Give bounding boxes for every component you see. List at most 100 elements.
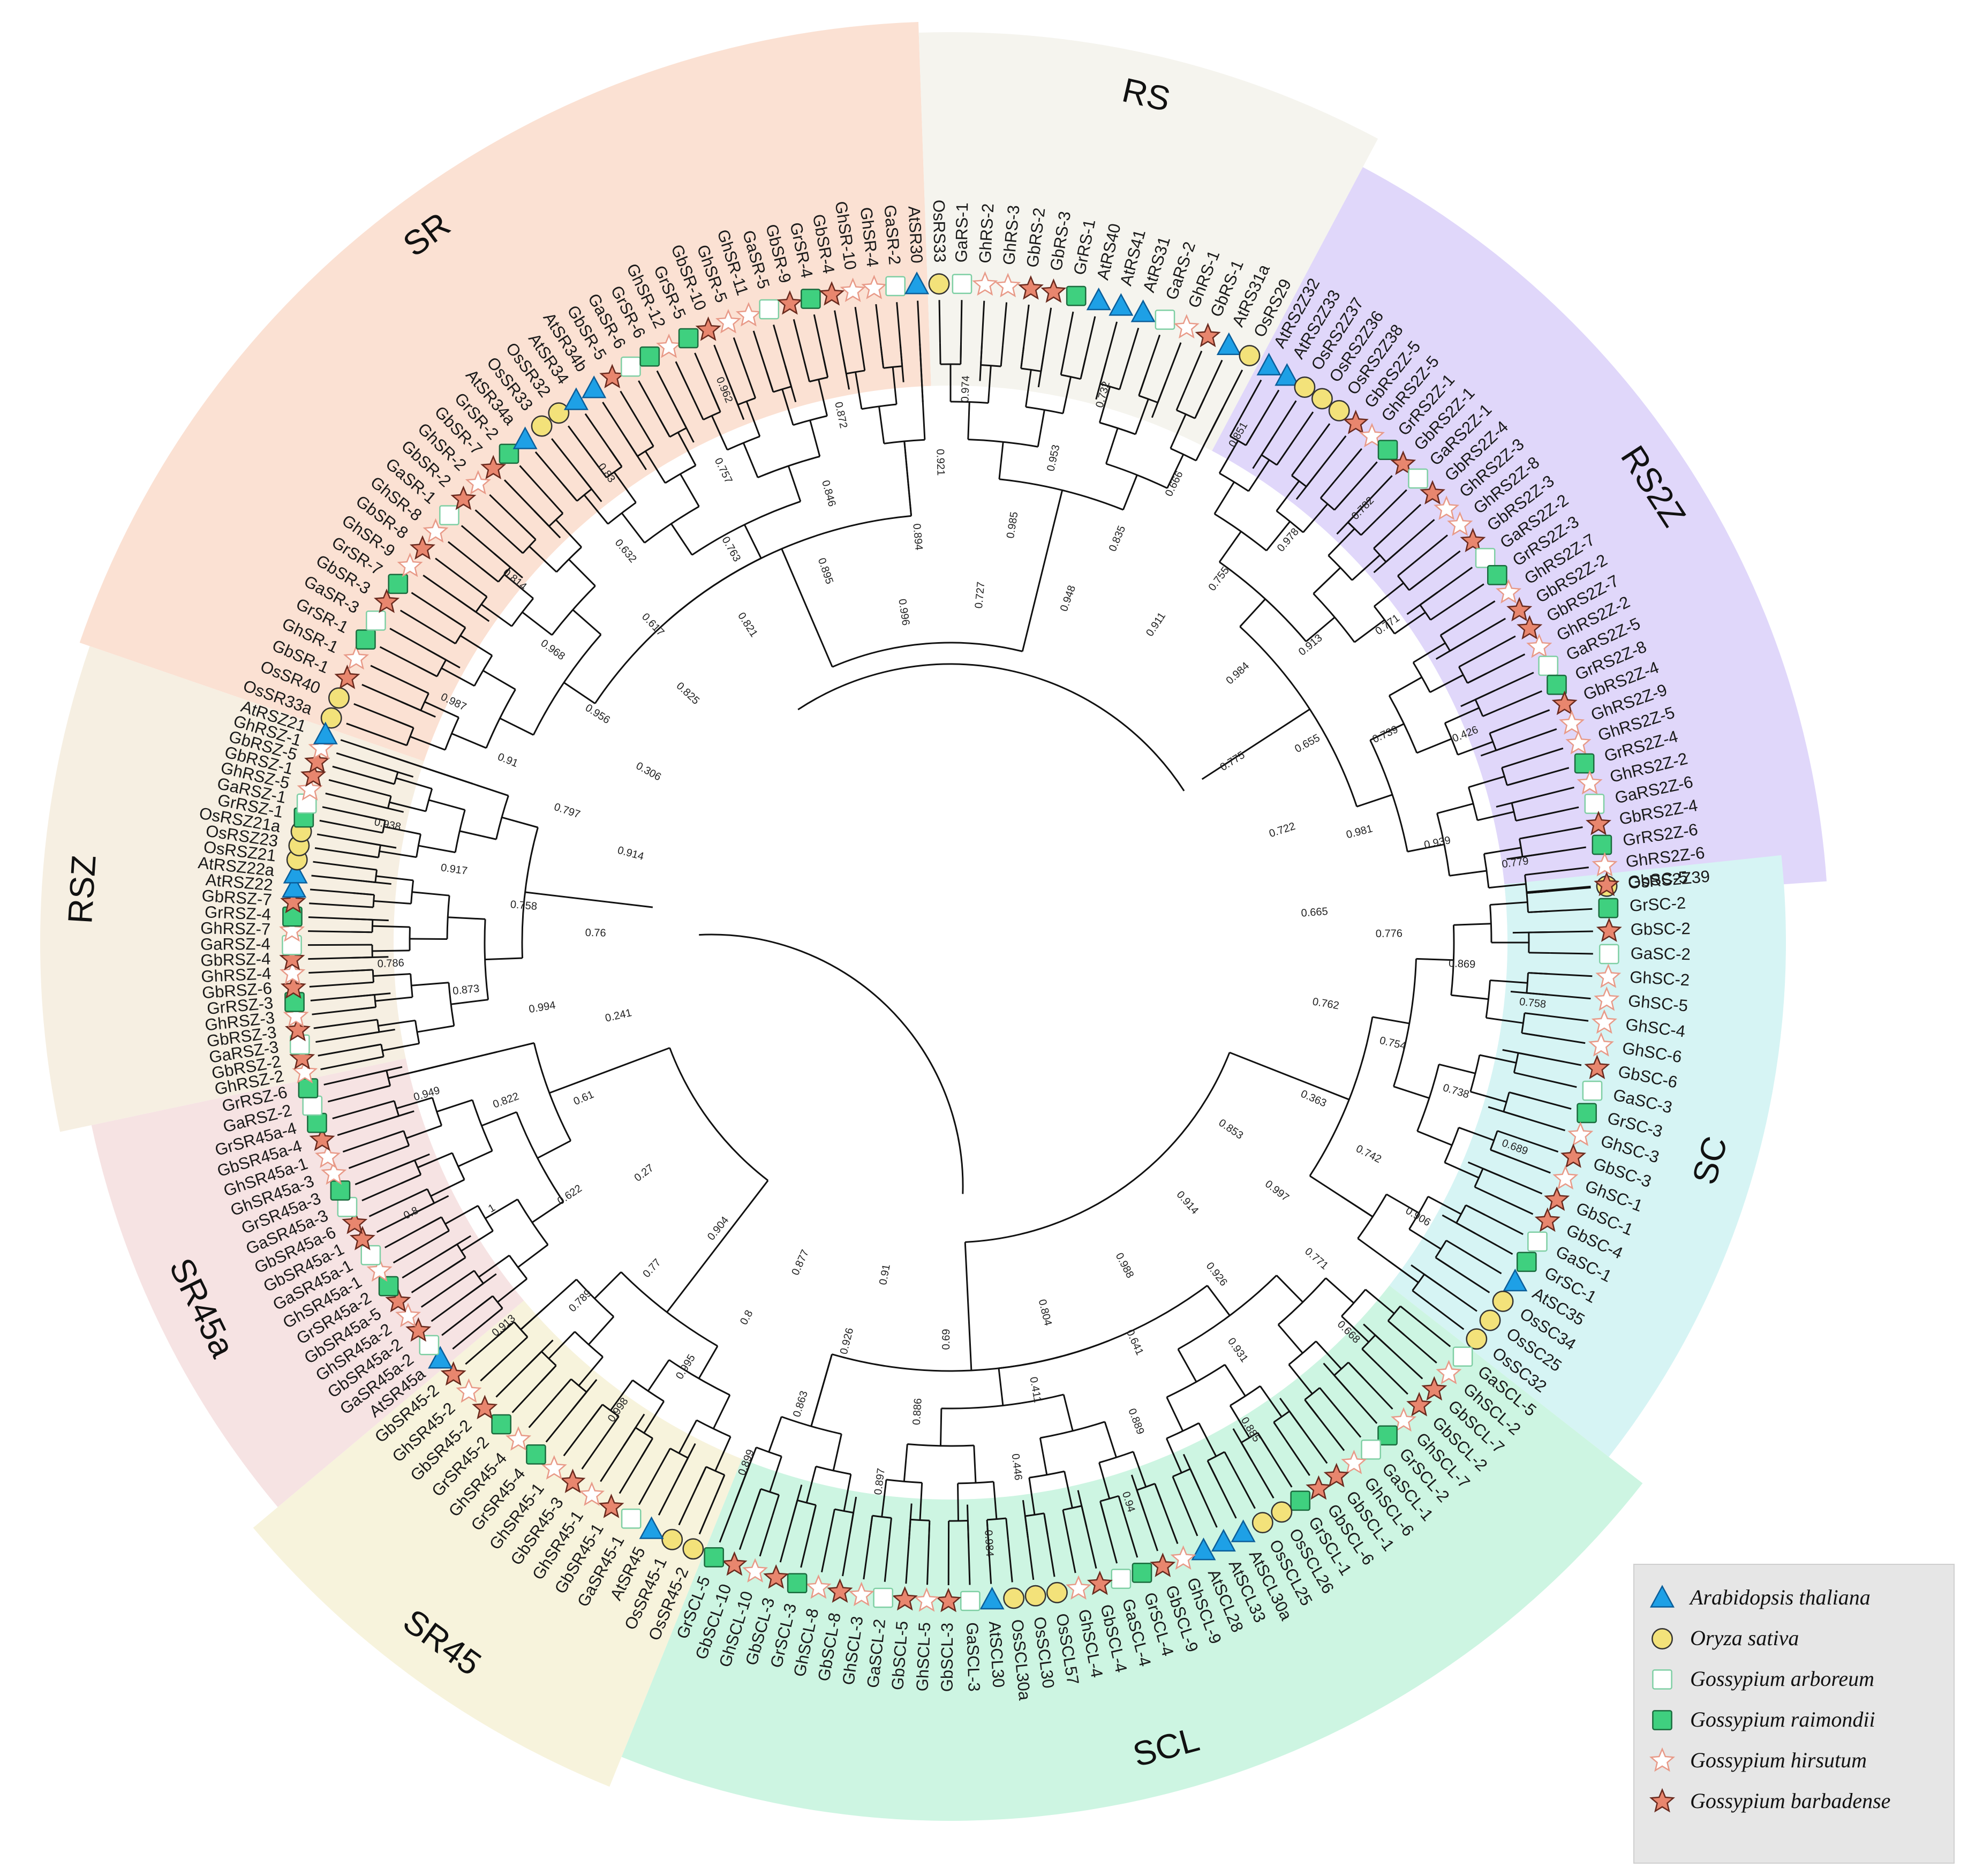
species-marker	[1211, 1528, 1236, 1552]
tree-branch	[793, 319, 805, 361]
tree-branch	[1232, 1428, 1275, 1499]
tree-branch	[422, 1216, 442, 1228]
bootstrap-value: 0.641	[1124, 1328, 1146, 1357]
tree-branch	[593, 459, 607, 478]
tree-branch	[1394, 612, 1426, 635]
tree-branch	[1309, 1175, 1342, 1197]
species-marker	[1377, 1425, 1398, 1446]
bootstrap-value: 0.904	[705, 1215, 731, 1243]
bootstrap-value: 0.835	[1107, 524, 1128, 553]
tree-branch	[1489, 725, 1510, 734]
species-marker	[1460, 528, 1486, 553]
species-marker	[397, 552, 423, 577]
tree-branch	[401, 701, 421, 711]
species-marker	[1328, 400, 1350, 421]
species-marker	[1408, 468, 1428, 489]
square-icon	[1652, 1669, 1672, 1690]
tree-branch	[1522, 747, 1564, 762]
species-marker	[1024, 1585, 1046, 1607]
tree-branch	[1386, 1193, 1420, 1214]
species-marker	[283, 1003, 309, 1027]
leaf-label: AtSR30	[904, 206, 926, 263]
species-marker	[1598, 898, 1619, 918]
tree-branch	[572, 609, 602, 636]
tree-branch	[809, 420, 821, 457]
bootstrap-value: 0.911	[1144, 611, 1168, 639]
tree-branch	[1039, 1437, 1048, 1475]
tree-branch	[803, 360, 810, 382]
tree-branch	[1512, 930, 1593, 934]
tree-branch	[475, 1295, 494, 1310]
tree-branch	[625, 438, 638, 457]
tree-branch	[1248, 459, 1270, 492]
species-marker	[1592, 852, 1618, 877]
tree-branch	[1170, 413, 1187, 449]
species-marker	[1155, 310, 1175, 330]
tree-branch	[714, 1436, 732, 1472]
tree-branch	[576, 1278, 615, 1317]
tree-branch	[411, 982, 449, 986]
leaf-label: GbRSZ-4	[200, 950, 271, 970]
leaf-label: GbSCL-3	[938, 1623, 956, 1692]
tree-branch	[1040, 350, 1045, 372]
tree-branch	[369, 1084, 390, 1092]
tree-branch	[365, 1069, 387, 1076]
tree-branch	[1477, 811, 1514, 822]
species-marker	[1596, 917, 1622, 942]
bootstrap-value: 0.914	[1174, 1189, 1201, 1217]
tree-branch	[1428, 1195, 1462, 1215]
tree-branch	[903, 441, 909, 479]
tree-branch	[680, 473, 700, 507]
species-markers	[279, 271, 1622, 1613]
tree-branch	[790, 1500, 798, 1521]
tree-branch	[1213, 481, 1235, 515]
tree-branch	[696, 1419, 731, 1438]
species-marker	[309, 1126, 335, 1151]
species-marker	[678, 328, 699, 349]
tree-branch	[375, 875, 413, 882]
clade-sector-rsz	[40, 646, 424, 1132]
tree-branch	[938, 300, 941, 343]
tree-branch	[729, 384, 739, 405]
species-marker	[1130, 299, 1156, 322]
tree-branch	[1257, 1432, 1270, 1451]
tree-branch	[401, 759, 438, 773]
bootstrap-value: 0.926	[838, 1327, 856, 1355]
tree-branch	[645, 450, 666, 484]
species-marker	[914, 1587, 940, 1612]
tree-branch	[485, 1307, 503, 1323]
tree-branch	[602, 402, 647, 470]
tree-branch	[417, 1024, 455, 1033]
tree-branch	[907, 478, 913, 516]
tree-branch	[1438, 1063, 1476, 1074]
species-marker	[1544, 1186, 1570, 1211]
tree-branch	[482, 669, 516, 690]
tree-branch	[822, 356, 829, 378]
tree-branch	[1175, 390, 1186, 411]
tree-branch	[459, 830, 496, 840]
tree-branch	[461, 1230, 494, 1252]
tree-branch	[1166, 1397, 1184, 1432]
tree-branch	[1408, 1228, 1442, 1250]
clade-sectors	[40, 22, 1827, 1821]
tree-branch	[659, 1448, 671, 1468]
leaf-label: GhSCL-5	[913, 1622, 934, 1691]
species-marker	[1420, 480, 1445, 505]
tree-branch	[368, 1197, 409, 1217]
species-marker	[1551, 690, 1578, 715]
tree-branch	[563, 682, 595, 704]
tree-branch	[1524, 1012, 1546, 1016]
tree-branch	[1022, 1500, 1035, 1580]
tree-branch	[878, 406, 885, 444]
tree-branch	[332, 1106, 374, 1119]
species-marker	[960, 1591, 981, 1611]
tree-branch	[1369, 723, 1405, 741]
tree-branch	[352, 981, 374, 985]
tree-branch	[358, 1031, 380, 1036]
bootstrap-value: 0.877	[789, 1248, 811, 1277]
square-icon	[1652, 1710, 1672, 1730]
tree-branch	[1488, 1106, 1566, 1132]
tree-branch	[431, 1097, 442, 1126]
tree-branch	[1184, 350, 1203, 391]
tree-branch	[820, 1354, 833, 1391]
